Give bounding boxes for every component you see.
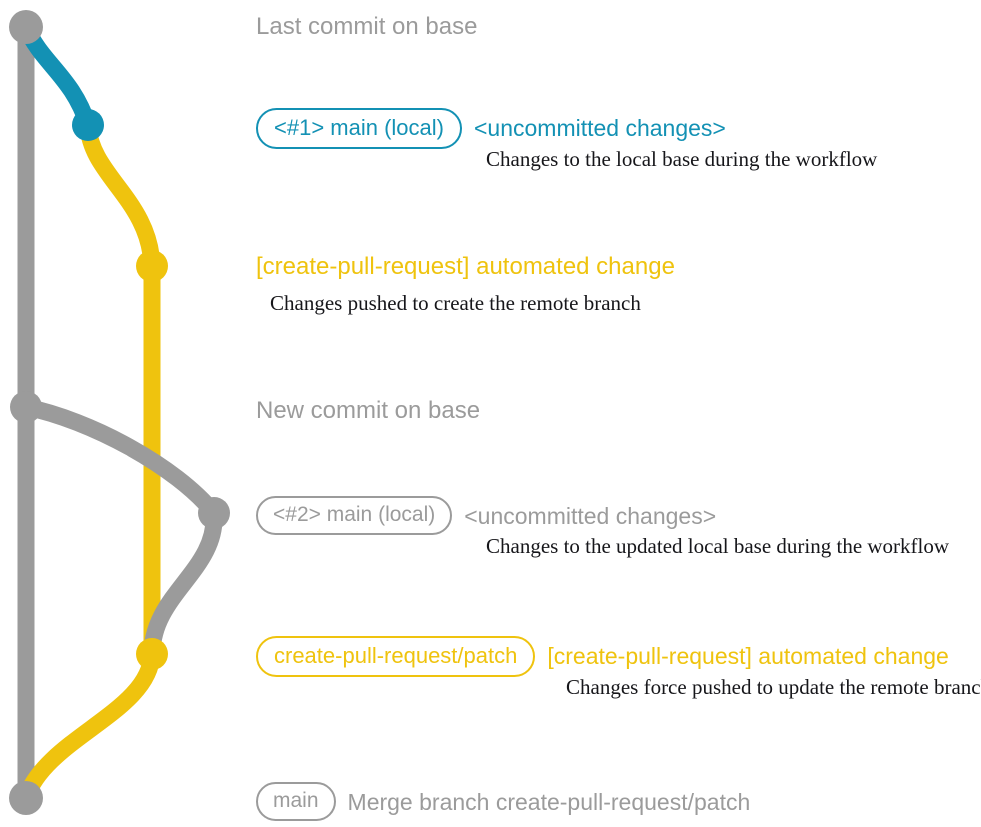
headline-automated-change-2: [create-pull-request] automated change [547, 643, 949, 669]
headline-automated-change-1: [create-pull-request] automated change [256, 253, 675, 280]
headline-uncommitted-changes-1: <uncommitted changes> [473, 115, 726, 141]
row-automated-change-2: create-pull-request/patch [create-pull-r… [256, 636, 949, 677]
row-merge-commit: main Merge branch create-pull-request/pa… [256, 782, 750, 821]
note-local-1: Changes to the local base during the wor… [486, 147, 878, 171]
badge-main-local-2[interactable]: <#2> main (local) [256, 496, 453, 535]
badge-create-pull-request-patch[interactable]: create-pull-request/patch [256, 636, 536, 677]
headline-new-commit-on-base: New commit on base [256, 397, 481, 424]
badge-main-local-1[interactable]: <#1> main (local) [256, 108, 462, 149]
headline-last-commit-on-base: Last commit on base [256, 13, 478, 40]
row-local-1: <#1> main (local) <uncommitted changes> [256, 108, 726, 149]
badge-main[interactable]: main [256, 782, 336, 821]
note-local-2: Changes to the updated local base during… [486, 534, 950, 558]
note-automated-change-2: Changes force pushed to update the remot… [566, 675, 981, 699]
headline-uncommitted-changes-2: <uncommitted changes> [464, 503, 717, 529]
row-local-2: <#2> main (local) <uncommitted changes> [256, 496, 716, 535]
headline-merge-branch: Merge branch create-pull-request/patch [347, 789, 751, 815]
note-automated-change-1: Changes pushed to create the remote bran… [270, 291, 641, 315]
